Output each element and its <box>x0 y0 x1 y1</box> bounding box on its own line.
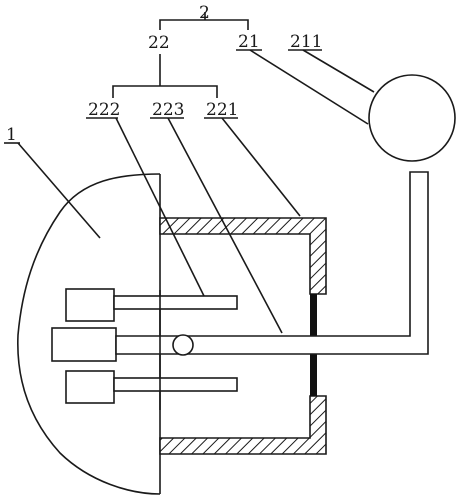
probe-tube-223 <box>115 171 429 355</box>
leader-211 <box>302 49 375 93</box>
label-1: 1 <box>6 125 17 145</box>
bracket-2 <box>159 12 249 30</box>
label-22: 22 <box>148 33 170 53</box>
label-2: 2 <box>199 3 210 23</box>
housing-hatched-wall-bottom <box>159 395 327 455</box>
body-outline <box>17 173 161 495</box>
connector-block-bottom <box>65 370 115 404</box>
sphere-211 <box>368 74 456 162</box>
pin-bottom <box>113 377 238 392</box>
leader-1 <box>17 142 101 239</box>
leader-222 <box>115 117 205 297</box>
leader-221 <box>221 117 301 217</box>
leader-223 <box>167 117 283 334</box>
label-21: 21 <box>238 32 260 52</box>
label-211: 211 <box>290 32 322 52</box>
connector-block-top <box>65 288 115 322</box>
label-223: 223 <box>152 100 184 120</box>
label-221: 221 <box>206 100 238 120</box>
label-222: 222 <box>88 100 120 120</box>
connector-block-mid <box>51 327 117 362</box>
pin-top <box>113 295 238 310</box>
probe-bead <box>172 334 194 356</box>
leader-21 <box>249 49 369 125</box>
bracket-22 <box>112 54 218 98</box>
